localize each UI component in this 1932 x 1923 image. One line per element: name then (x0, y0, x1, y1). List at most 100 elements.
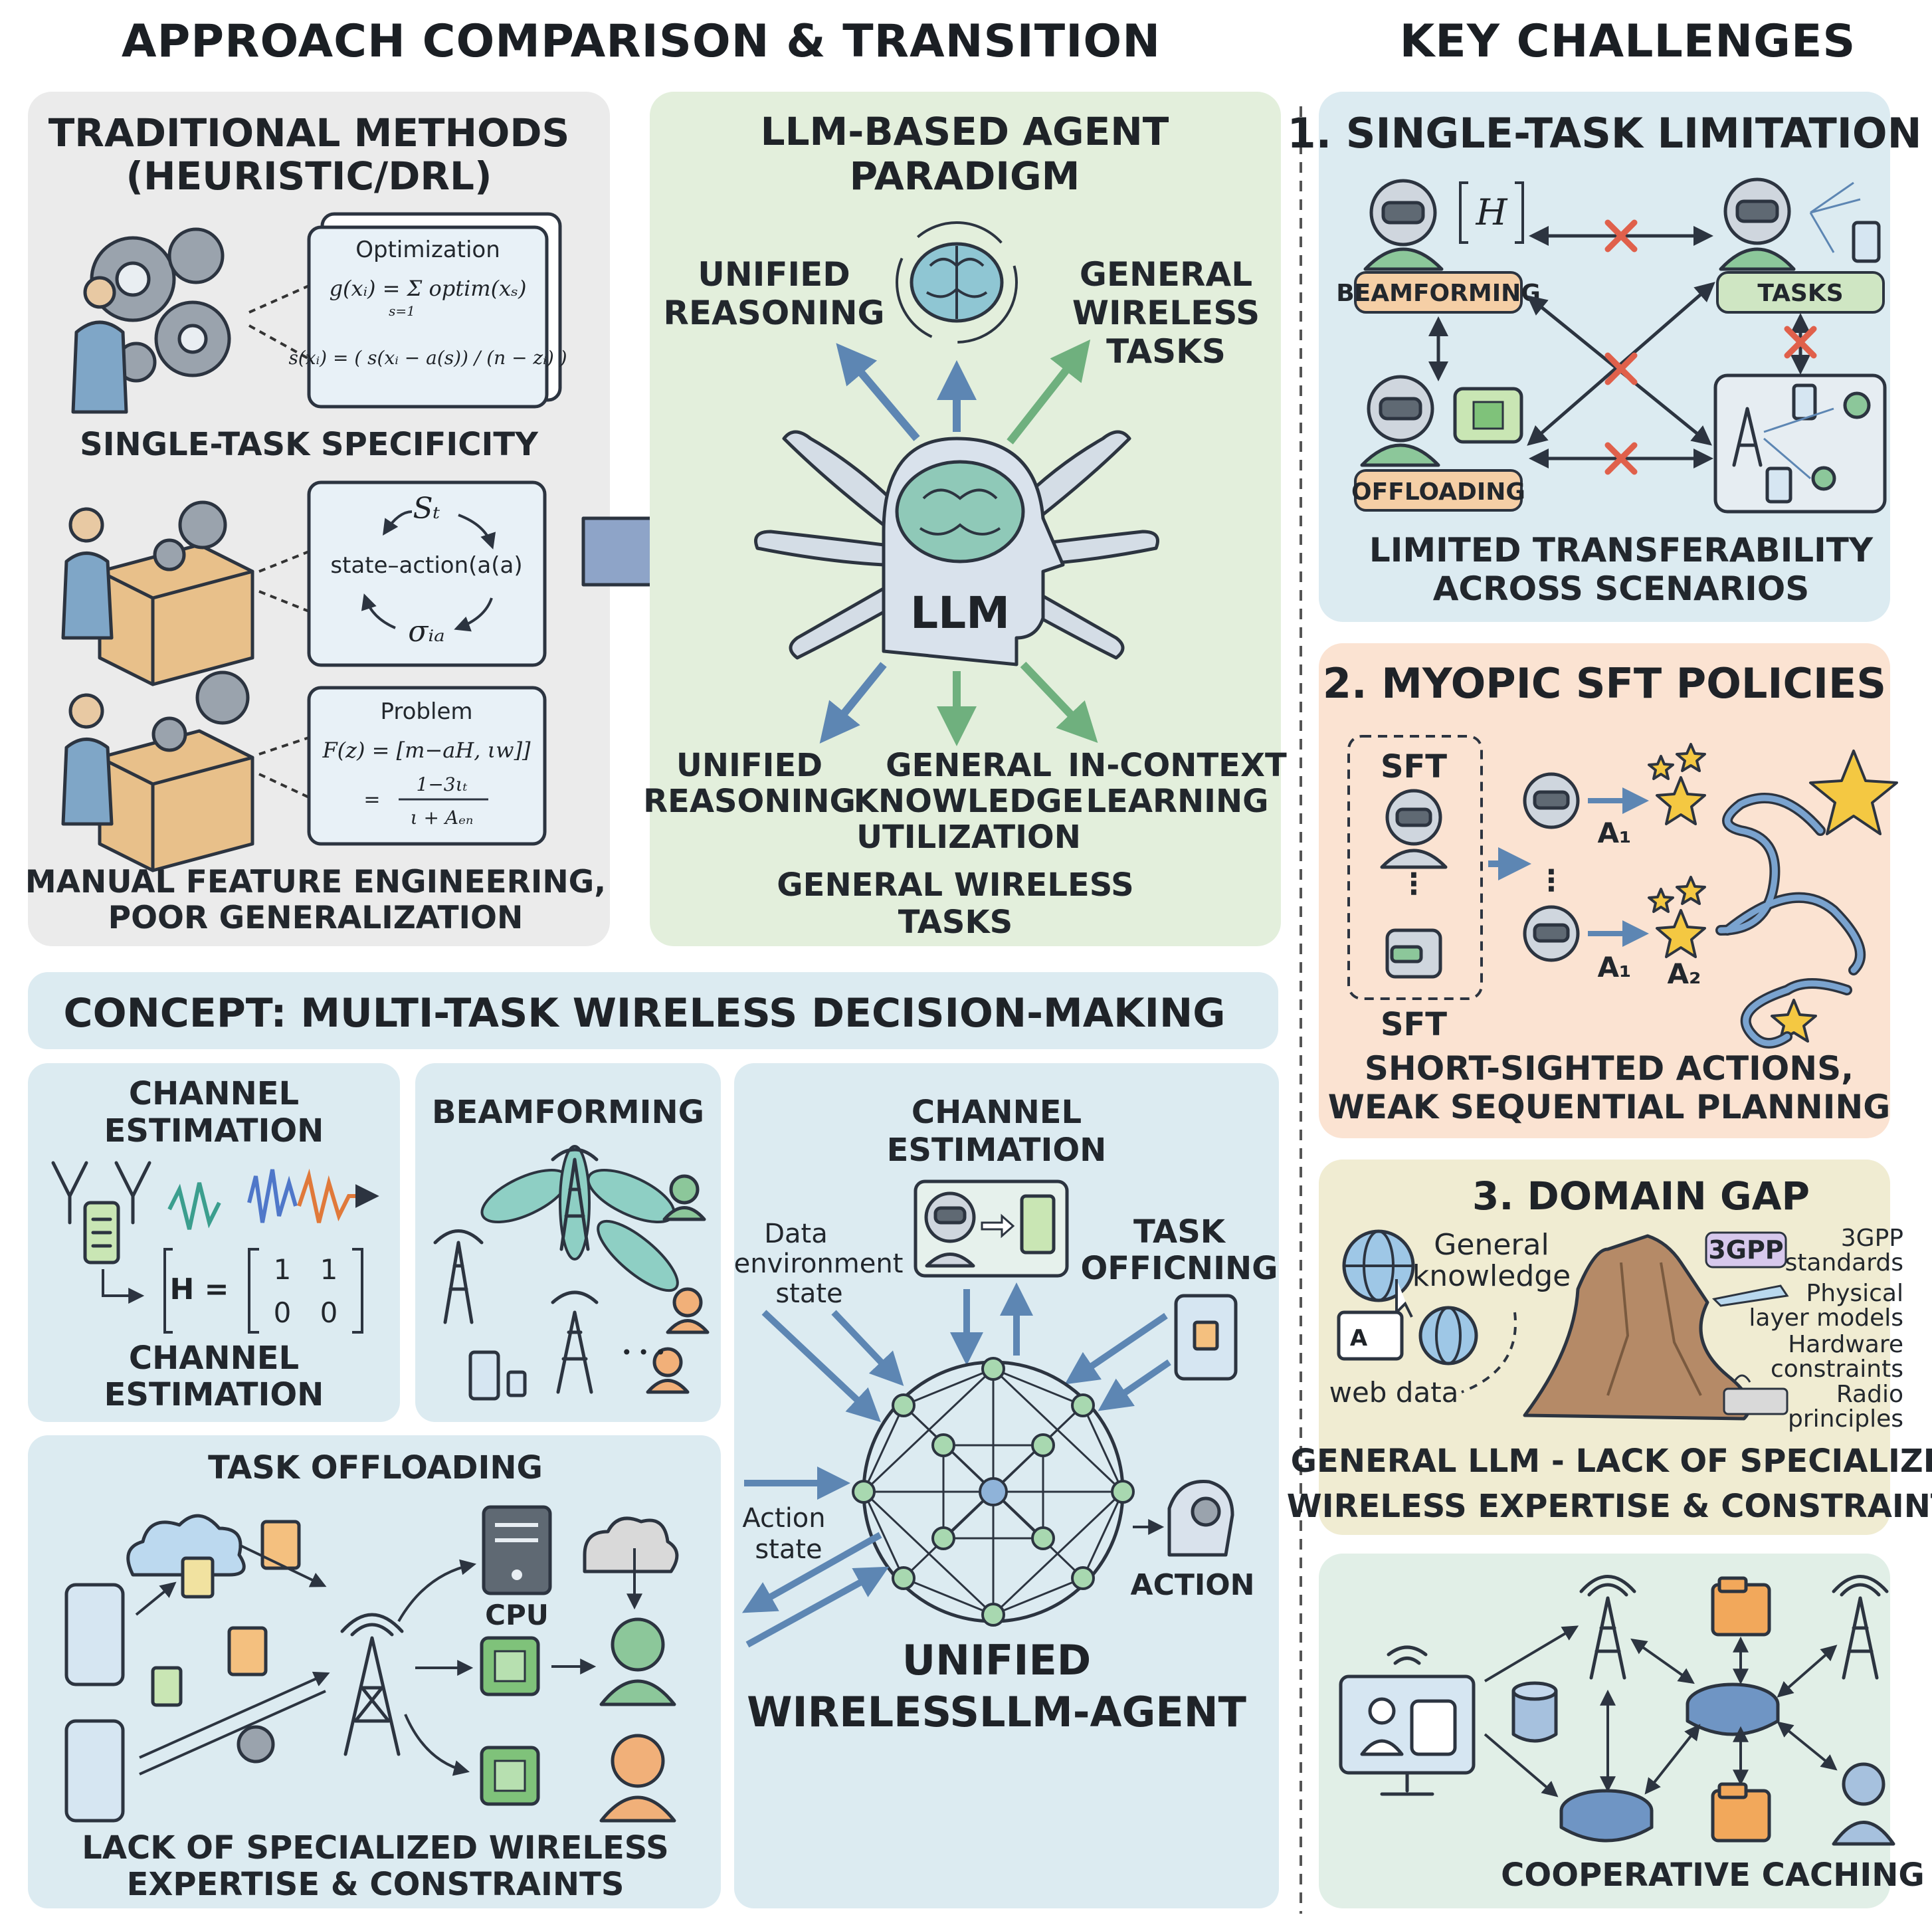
c4-links (1484, 1625, 1838, 1797)
robot-icon-c1-2 (1719, 177, 1881, 271)
optimization-eq-sub: s=1 (389, 303, 415, 319)
c3-r1: 3GPP (1841, 1225, 1903, 1252)
header-left: APPROACH COMPARISON & TRANSITION (122, 15, 1161, 68)
llm-top-left-1: UNIFIED (698, 255, 850, 294)
user-icon-beam-1 (662, 1174, 706, 1221)
c1-beamforming-badge (1354, 271, 1523, 314)
c1-bottom-2: ACROSS SCENARIOS (1433, 569, 1810, 608)
svg-text:A: A (1350, 1325, 1368, 1352)
llm-top-right-2: WIRELESS (1072, 294, 1260, 332)
llm-bot-left-1: UNIFIED (676, 747, 822, 784)
state-action-card: Sₜ state–action(a(a) σᵢₐ (307, 480, 547, 667)
problem-eq-num: 1−3ιₜ (417, 773, 468, 795)
channel-matrix: H = 1 1 0 0 (163, 1248, 363, 1334)
user-icon-offload-1 (599, 1617, 676, 1706)
gear-icon-offload (237, 1725, 275, 1764)
antenna-icon (51, 1161, 151, 1265)
challenge-3-panel: 3. DOMAIN GAP General knowledge A web da… (1287, 1160, 1932, 1535)
channel-bottom-2: ESTIMATION (104, 1376, 324, 1413)
channel-estimation-panel: CHANNEL ESTIMATION H = 1 1 0 0 CHANNEL E… (28, 1063, 400, 1422)
scenario-card-c1 (1713, 373, 1887, 514)
challenge-4-panel: COOPERATIVE CACHING (1319, 1554, 1925, 1908)
beamforming-panel: BEAMFORMING (415, 1063, 721, 1422)
user-icon-beam-3 (646, 1347, 690, 1394)
challenge-2-panel: 2. MYOPIC SFT POLICIES SFT ⋮ SFT ⋮ A₁ A₁… (1319, 643, 1898, 1138)
tower-icon-c4-1 (1579, 1575, 1636, 1680)
tower-icon-beam-3 (551, 1290, 599, 1394)
computer-icon-c4 (1339, 1645, 1476, 1796)
concept-title: CONCEPT: MULTI-TASK WIRELESS DECISION-MA… (64, 990, 1226, 1037)
user-icon-c4 (1832, 1762, 1895, 1846)
router-box-icon (1723, 1387, 1788, 1415)
sft-group-box (1347, 735, 1483, 1000)
robot-icon-c2-1 (1380, 789, 1448, 869)
agent-data-3: state (775, 1278, 842, 1309)
action-head-icon (1167, 1480, 1234, 1557)
c4-bottom: COOPERATIVE CACHING (1501, 1857, 1925, 1894)
c3-general-1: General (1434, 1228, 1549, 1262)
problem-equation-card: Problem F(z) = [m−aH, ιw]] 1−3ιₜ = ι + A… (307, 686, 547, 846)
router-icon-c4-2 (1559, 1789, 1654, 1843)
c2-a1-bottom: A₁ (1598, 951, 1632, 983)
state-action-mid: state–action(a(a) (330, 552, 522, 579)
state-action-bot: σᵢₐ (408, 615, 444, 649)
manual-feature-label-2: POOR GENERALIZATION (108, 900, 524, 936)
box-person-icon-2 (61, 670, 254, 872)
gears-person-icon (71, 227, 231, 414)
robot-icon-c1-3 (1360, 375, 1523, 467)
c3-r7: Radio (1836, 1381, 1903, 1408)
llm-title-1: LLM-BASED AGENT (761, 109, 1169, 154)
beam-lobes (480, 1145, 679, 1292)
offloading-title: TASK OFFLOADING (208, 1449, 543, 1486)
c1-title: 1. SINGLE-TASK LIMITATION (1288, 109, 1922, 157)
c2-a2: A₂ (1668, 958, 1701, 990)
neural-network-icon (852, 1357, 1135, 1627)
llm-bot-right-1: IN-CONTEXT (1068, 747, 1287, 784)
svg-text:• • •: • • • (621, 1342, 666, 1364)
brain-icon (896, 221, 1018, 344)
agent-action-state-1: Action (742, 1503, 825, 1534)
c3-r5: Hardware (1788, 1331, 1903, 1358)
matrix-21: 0 (274, 1296, 292, 1329)
signal-wave-green (167, 1182, 221, 1230)
optimization-eq-2: s(xᵢ) = ( s(xᵢ − a(s)) / (n − zᵢ) ) (288, 347, 567, 369)
c3-r8: principles (1788, 1405, 1903, 1433)
c1-x-marks (1604, 219, 1817, 475)
user-icon-beam-2 (666, 1287, 710, 1334)
agent-task-2: OFFICNING (1080, 1250, 1278, 1287)
svg-text:⋮: ⋮ (1399, 867, 1428, 901)
c2-a1-top: A₁ (1598, 817, 1632, 849)
c1-offloading-badge (1354, 469, 1523, 512)
llm-top-left-2: REASONING (663, 294, 884, 332)
database-icon-c4 (1511, 1689, 1558, 1743)
single-task-specificity-label: SINGLE-TASK SPECIFICITY (80, 426, 539, 463)
c2-bottom-1: SHORT-SIGHTED ACTIONS, (1365, 1049, 1854, 1088)
c3-r3: Physical (1806, 1280, 1903, 1307)
chip-icon-1 (480, 1636, 540, 1696)
llm-bot-mid-3: UTILIZATION (856, 819, 1081, 856)
svg-text:=: = (363, 788, 380, 811)
optimization-equation-card: Optimization g(xᵢ) = Σ optim(xₛ) s=1 s(x… (288, 212, 567, 409)
globe-icon-c3-2 (1418, 1306, 1478, 1366)
traditional-title-1: TRADITIONAL METHODS (48, 110, 570, 155)
agent-data-2: environment (734, 1249, 904, 1279)
llm-bottom-2: TASKS (898, 904, 1013, 941)
llm-title-2: PARADIGM (850, 153, 1080, 199)
matrix-label: H = (169, 1272, 229, 1306)
satellite-icon (1711, 1284, 1789, 1307)
optimization-eq-1: g(xᵢ) = Σ optim(xₛ) (330, 276, 527, 301)
matrix-icon-c1: H (1459, 181, 1524, 244)
agent-data-1: Data (764, 1219, 828, 1249)
agent-name-1: UNIFIED (902, 1636, 1092, 1684)
chip-icon-2 (480, 1746, 540, 1806)
agent-task-1: TASK (1133, 1213, 1226, 1251)
state-action-top: Sₜ (413, 492, 440, 526)
manual-feature-label-1: MANUAL FEATURE ENGINEERING, (25, 864, 606, 900)
cloud-storage-icon (583, 1516, 679, 1573)
c1-tasks: TASKS (1757, 280, 1843, 307)
llm-bot-mid-2: KNOWLEDGE (854, 783, 1084, 820)
box-person-icon-1 (61, 500, 254, 686)
tower-icon-c4-2 (1832, 1575, 1889, 1680)
phone-icon-beam (468, 1350, 500, 1401)
